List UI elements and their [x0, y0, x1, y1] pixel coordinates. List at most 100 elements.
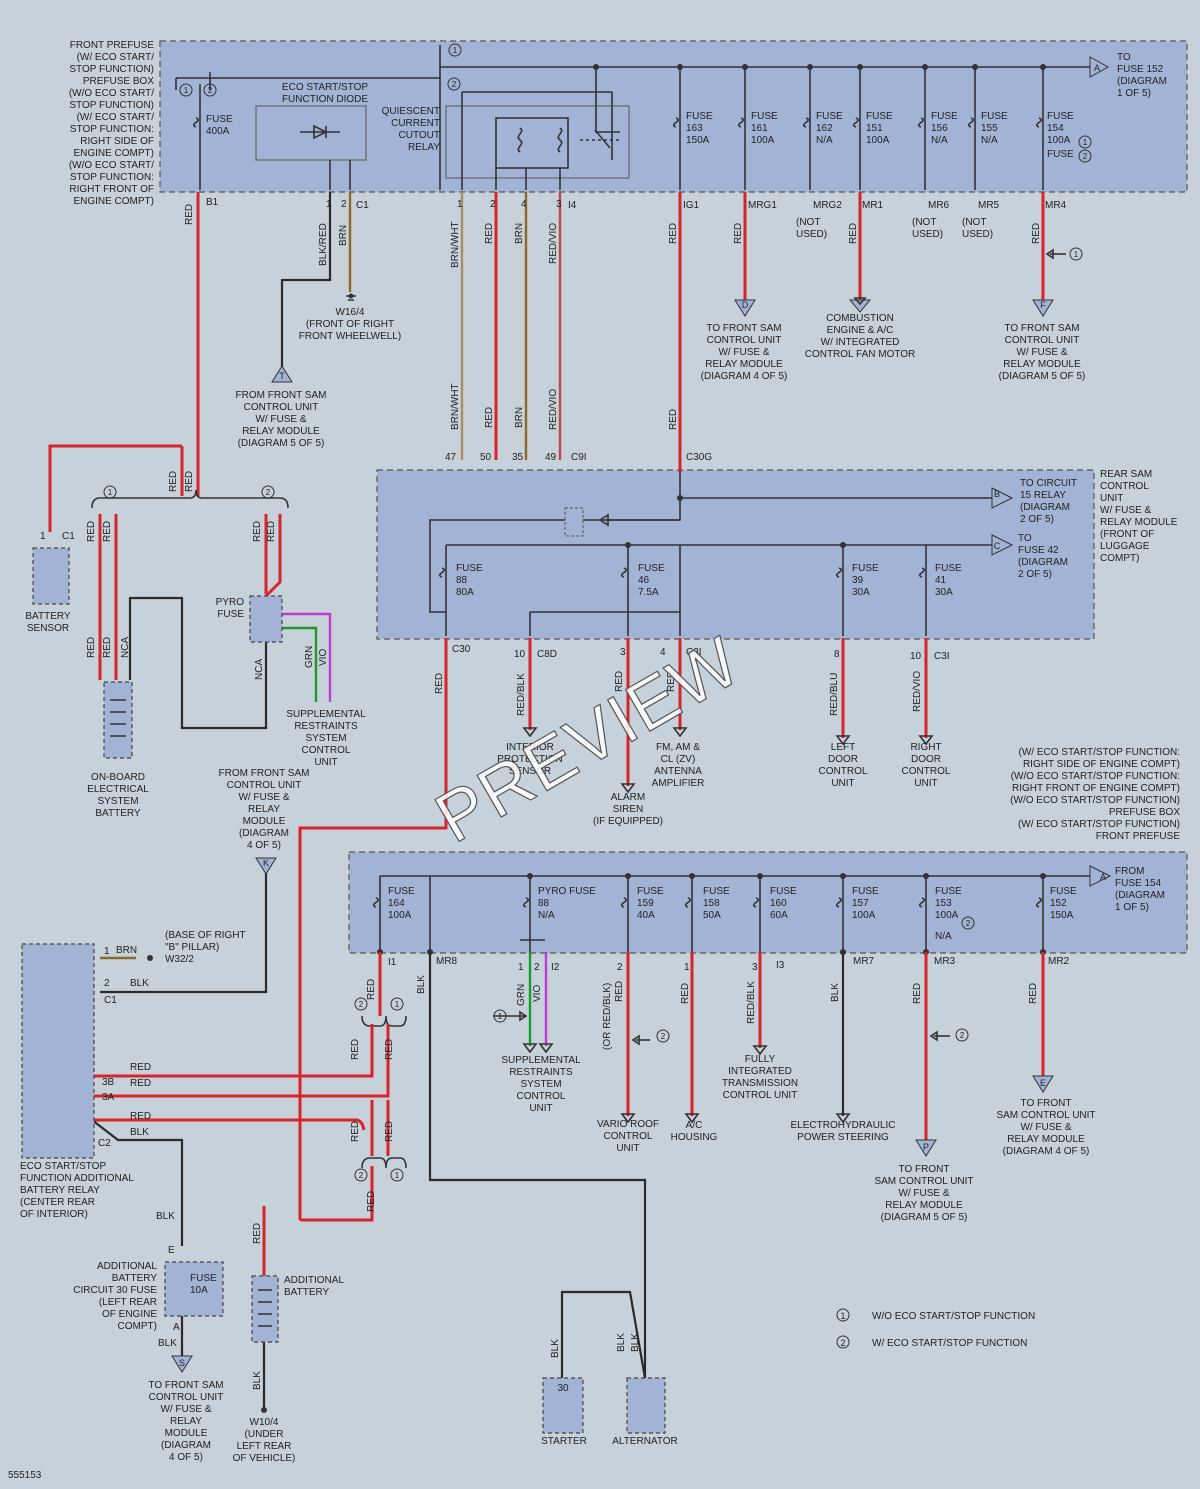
pin-16: 1: [518, 962, 524, 973]
variant-num-14: 1: [395, 1000, 400, 1009]
prefuse2-fuses-3-num: 158: [703, 898, 720, 909]
fuse153-na: N/A: [935, 931, 952, 942]
wire-label-1: BLK/RED: [318, 223, 329, 266]
marker-3: D: [742, 300, 749, 310]
variant-circle-2: [179, 83, 193, 97]
variant-circle-0: [448, 43, 462, 57]
variant-num-0: 1: [453, 46, 458, 55]
wire-label-50: RED: [252, 1223, 263, 1244]
pin-2: 1: [457, 199, 463, 210]
pin-26: C1: [104, 995, 117, 1006]
prefuse2-connectors-5: MR3: [934, 956, 956, 967]
wire-label-48: RED: [384, 1121, 395, 1142]
wire-label-34: RED: [366, 979, 377, 1000]
front_prefuse-fuses-6-name: FUSE: [981, 111, 1008, 122]
variant-circle-13: [354, 997, 368, 1011]
variant-num-7: 2: [1083, 152, 1088, 161]
legend-0-num: 1: [840, 1311, 845, 1321]
wire-label-10: RED: [1031, 223, 1042, 244]
pin-22: 2: [104, 978, 110, 989]
variant-num-10: 1: [498, 1012, 503, 1021]
prefuse2-fuses-0-extra: 100A: [388, 910, 412, 921]
prefuse2-fuses-4-num: 160: [770, 898, 787, 909]
rear_sam-connectors-3: C3I: [934, 651, 950, 662]
marker-6: K: [263, 858, 269, 868]
front_prefuse-fuses-0-num: 400A: [206, 126, 230, 137]
pin-3: 2: [490, 199, 496, 210]
wire-label-6: RED/VIO: [548, 223, 559, 264]
rear_sam-connectors-5: C30G: [686, 452, 712, 463]
front_prefuse-fuses-2-name: FUSE: [751, 111, 778, 122]
wire-label-28: RED: [434, 673, 445, 694]
pin-4: 4: [521, 199, 527, 210]
wires: [48, 192, 1066, 1408]
front_prefuse-fuses-7-num: 154: [1047, 123, 1064, 134]
pin-14: 8: [834, 649, 840, 660]
wire-label-13: BRN: [514, 407, 525, 428]
variant-circle-8: [1069, 247, 1083, 261]
additional-fuse-box: [164, 1261, 224, 1317]
wire-label-5: BRN: [514, 223, 525, 244]
variant-num-16: 1: [395, 1171, 400, 1180]
pin-15: 10: [910, 651, 922, 662]
wire_labels-red: RED: [130, 1111, 151, 1122]
watermark: PREVIEW: [423, 621, 754, 857]
rear_sam-connectors-1: C8D: [537, 649, 557, 660]
front_prefuse-fuses-4-extra: 100A: [866, 135, 890, 146]
variant-circle-6: [1078, 135, 1092, 149]
pin-17: 2: [534, 962, 540, 973]
variant-num-12: 2: [960, 1031, 965, 1040]
variant-num-9: 2: [966, 919, 971, 928]
rear_sam-fuses-3-name: FUSE: [935, 563, 962, 574]
connector-c1-battery: C1: [62, 531, 75, 542]
wire_labels-red: RED: [130, 1078, 151, 1089]
pin-24: 3A: [102, 1092, 115, 1103]
connector-6: MR1: [862, 200, 884, 211]
connector-3: IG1: [683, 200, 700, 211]
variant-num-4: 1: [108, 488, 113, 497]
wire-label-31: RED: [666, 671, 677, 692]
front_prefuse-fuses-5-extra: N/A: [931, 135, 948, 146]
wire-label-51: BLK: [252, 1371, 263, 1390]
rear_sam-fuses-0-extra: 80A: [456, 587, 474, 598]
variant-circle-7: [1078, 149, 1092, 163]
front-prefuse-internals: [175, 45, 1110, 190]
components-alternator: ALTERNATOR: [612, 1436, 678, 1447]
marker-8: E: [1040, 1078, 1046, 1088]
wire-label-23: RED: [102, 637, 113, 658]
rear_sam-connectors-2: C3I: [686, 647, 702, 658]
prefuse2-fuses-6-name: FUSE: [935, 886, 962, 897]
wire-label-20: RED: [252, 521, 263, 542]
additional-battery: [251, 1275, 279, 1343]
pin-9: 49: [545, 452, 557, 463]
components-w32_2: (BASE OF RIGHT"B" PILLAR)W32/2: [165, 930, 246, 965]
prefuse2-fuses-2-num: 159: [637, 898, 654, 909]
variant-num-11: 2: [661, 1032, 666, 1041]
variant-circle-15: [354, 1168, 368, 1182]
marker-7: A: [1100, 872, 1106, 882]
front_prefuse-fuses-4-num: 151: [866, 123, 883, 134]
variant-circle-14: [390, 997, 404, 1011]
prefuse2-fuses-1-name: PYRO FUSE: [538, 886, 596, 897]
pin-7: 50: [480, 452, 492, 463]
rear_sam-fuses-3-num: 41: [935, 575, 947, 586]
devices: [21, 248, 1054, 1434]
prefuse2-fuses-4-extra: 60A: [770, 910, 788, 921]
rear_sam-connectors-0: C30: [452, 644, 471, 655]
rear_sam-fuses-2-extra: 30A: [852, 587, 870, 598]
variant-num-15: 2: [359, 1171, 364, 1180]
marker-5: T: [279, 371, 285, 381]
pin-6: 47: [445, 452, 457, 463]
prefuse2-fuses-2-extra: 40A: [637, 910, 655, 921]
